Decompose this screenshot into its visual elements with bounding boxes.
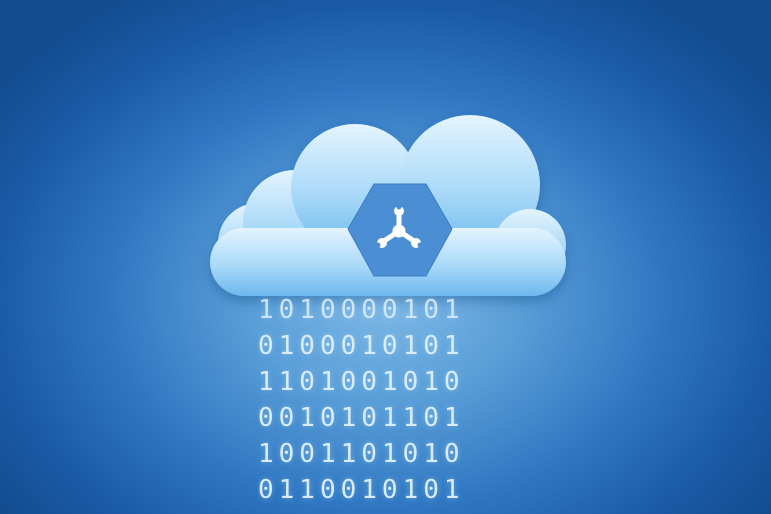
binary-row: 0010101101 <box>258 403 465 433</box>
binary-row: 0110010101 <box>258 475 465 505</box>
binary-row: 0100010101 <box>258 331 465 361</box>
binary-row: 1010000101 <box>258 295 465 325</box>
tri-wrench-icon <box>375 204 423 248</box>
binary-rain: 1010000101 0100010101 1101001010 0010101… <box>258 292 528 514</box>
binary-row: 1001101010 <box>258 439 465 469</box>
binary-row: 1101001010 <box>258 367 465 397</box>
